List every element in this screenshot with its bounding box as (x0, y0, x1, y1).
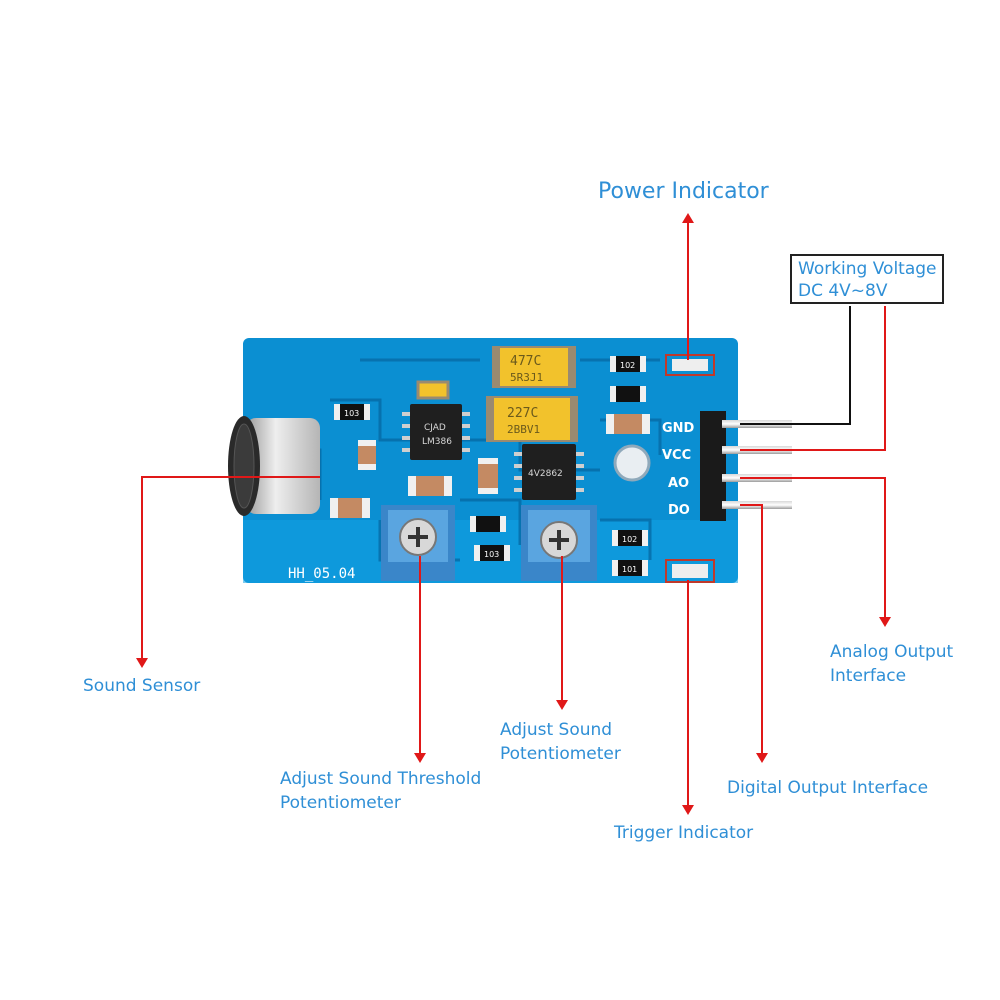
pin-label-gnd: GND (662, 421, 695, 436)
capacitor-1: 477C 5R3J1 (492, 346, 576, 388)
label-adjust-sound-2: Potentiometer (500, 744, 621, 764)
chip-comparator: 4V2862 (514, 444, 584, 500)
cap-2-label: 227C (507, 406, 538, 421)
label-voltage-range: DC 4V~8V (798, 281, 888, 301)
arrow-sound-sensor (136, 476, 320, 668)
svg-text:102: 102 (622, 535, 637, 544)
cap-1-sublabel: 5R3J1 (510, 371, 543, 384)
pin-label-do: DO (668, 503, 690, 518)
potentiometer-threshold (381, 505, 455, 581)
chip-u1-maker: CJAD (424, 423, 446, 433)
potentiometer-sound (521, 505, 597, 581)
power-led (665, 354, 715, 376)
mic-grille (233, 423, 255, 509)
cap-1-label: 477C (510, 354, 541, 369)
pin-label-ao: AO (668, 476, 689, 491)
label-trigger-indicator: Trigger Indicator (614, 823, 754, 843)
chip-lm386: CJAD LM386 (402, 404, 470, 460)
mic-body (246, 418, 320, 514)
arrow-digital-output (740, 504, 768, 763)
label-sound-sensor: Sound Sensor (83, 676, 201, 696)
label-working-voltage: Working Voltage (798, 259, 937, 279)
label-adjust-sound-1: Adjust Sound (500, 720, 613, 740)
chip-u1-label: LM386 (422, 437, 452, 447)
smd-resistors: 103 103 102 102 101 (330, 356, 650, 576)
label-analog-output-2: Interface (830, 666, 907, 686)
arrow-analog-output (740, 477, 891, 627)
label-digital-output: Digital Output Interface (727, 778, 929, 798)
svg-text:102: 102 (620, 361, 635, 370)
capacitor-2: 227C 2BBV1 (486, 396, 578, 442)
pin-label-vcc: VCC (662, 448, 691, 463)
chip-u2-label: 4V2862 (528, 469, 563, 479)
svg-text:103: 103 (344, 409, 359, 418)
line-gnd-voltage (740, 306, 851, 425)
microphone (228, 416, 320, 516)
label-analog-output-1: Analog Output (830, 642, 954, 662)
mounting-hole (613, 444, 651, 482)
working-voltage-box: Working Voltage DC 4V~8V (790, 254, 944, 304)
board-silkscreen: HH_05.04 (288, 566, 355, 582)
cap-2-sublabel: 2BBV1 (507, 423, 540, 436)
svg-text:101: 101 (622, 565, 637, 574)
label-adjust-threshold-2: Potentiometer (280, 793, 401, 813)
label-power-indicator: Power Indicator (598, 179, 769, 204)
svg-text:103: 103 (484, 550, 499, 559)
small-yellow-cap (416, 380, 450, 400)
annotation-arrows (136, 213, 891, 815)
label-adjust-threshold-1: Adjust Sound Threshold (280, 769, 482, 789)
trigger-led (665, 559, 715, 583)
line-vcc-voltage (740, 306, 886, 451)
